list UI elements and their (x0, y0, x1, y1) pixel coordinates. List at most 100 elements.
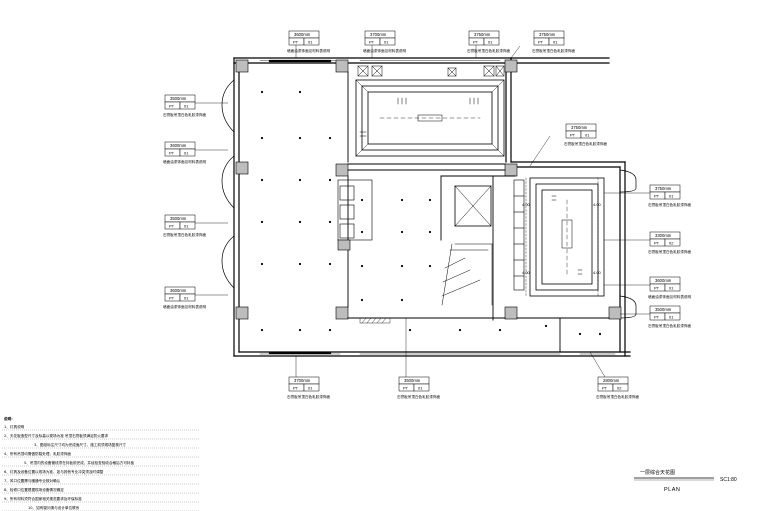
tag-note: 墙面油漆饰面见材料表说明 (287, 48, 331, 53)
notes-heading: 说明： (4, 416, 15, 421)
tag-leader-line (510, 45, 521, 59)
tag-material-code: PT (293, 39, 299, 44)
elevator-shaft (454, 185, 492, 227)
tag-material-number: 01 (553, 39, 558, 44)
tag-material-number: 01 (669, 193, 674, 198)
tag-leader-line (589, 351, 606, 378)
tag-height: 3600mm (170, 143, 187, 148)
tag-material-number: 01 (308, 385, 313, 390)
tag-material-number: 01 (184, 103, 189, 108)
tag-note: 墙面油漆饰面见材料表说明 (648, 294, 692, 299)
tag-box (303, 37, 320, 46)
drawing-subtitle: PLAN (664, 487, 680, 493)
tag-material-number: 01 (418, 385, 423, 390)
tag-note: 石膏板吊顶白色乳胶漆饰面 (648, 202, 692, 207)
hatched-threshold (359, 317, 391, 324)
note-line: 7、风口位置需与暖通专业核对确认 (4, 478, 61, 483)
drawing-title: 一层综合天花图 (640, 469, 675, 476)
tag-material-code: PT (654, 193, 660, 198)
tag-height: 3500mm (655, 307, 672, 312)
service-rooms (337, 179, 525, 291)
tag-material-number: 01 (669, 314, 674, 319)
tag-height: 2800mm (603, 378, 620, 383)
tag-material-number: 02 (617, 385, 622, 390)
tag-material-number: 01 (184, 295, 189, 300)
tag-material-code: PT (403, 385, 409, 390)
tag-height: 3700mm (294, 378, 311, 383)
drawing-scale: SC1:80 (720, 477, 737, 483)
note-line: 5、吊顶内的设备管线须在封板前完成，并经检查验收合格后方可封板 (24, 460, 135, 465)
tag-height: 3750mm (571, 125, 588, 130)
level-markers: 4.00 4.00 4.00 4.00 (522, 202, 602, 275)
tag-material-number: 01 (488, 39, 493, 44)
tag-box (580, 130, 597, 139)
tag-box (303, 383, 320, 392)
level-label: 4.00 (593, 270, 602, 275)
level-label: 4.00 (593, 202, 602, 207)
thick-glazing (268, 59, 332, 355)
tag-note: 石膏板吊顶白色乳胶漆饰面 (564, 141, 608, 146)
tag-material-code: PT (169, 295, 175, 300)
tag-material-code: PT (369, 39, 375, 44)
tag-box (413, 383, 430, 392)
tag-box (483, 37, 500, 46)
tag-height: 3500mm (404, 378, 421, 383)
tag-material-number: 01 (669, 285, 674, 290)
tag-height: 3750mm (655, 186, 672, 191)
tag-material-number: 01 (308, 39, 313, 44)
tag-height: 3300mm (655, 233, 672, 238)
tag-material-code: PT (602, 385, 608, 390)
tag-height: 3700mm (370, 32, 387, 37)
title-block: 一层综合天花图 PLAN SC1:80 (634, 469, 737, 493)
tag-height: 3600mm (655, 278, 672, 283)
tag-box (179, 221, 196, 230)
window-lines (259, 60, 616, 355)
tag-material-code: PT (654, 314, 660, 319)
tag-note: 石膏板吊顶白色乳胶漆饰面 (163, 232, 207, 237)
tag-material-code: PT (654, 240, 660, 245)
note-line: 9、所有材料须符合国家相关规范要求及环保标准 (4, 496, 82, 501)
tag-note: 石膏板吊顶白色乳胶漆饰面 (163, 112, 207, 117)
tag-box (179, 293, 196, 302)
tag-material-code: PT (538, 39, 544, 44)
tag-box (664, 283, 681, 292)
tag-note: 石膏板吊顶白色乳胶漆饰面 (287, 394, 331, 399)
tag-box (179, 101, 196, 110)
light-tracks (359, 97, 583, 275)
tag-material-number: 02 (669, 240, 674, 245)
right-bay (619, 169, 637, 319)
columns (235, 59, 622, 320)
tag-note: 墙面油漆饰面见材料表说明 (163, 159, 207, 164)
tag-material-number: 01 (384, 39, 389, 44)
bay-windows (221, 79, 235, 289)
curtain-valance (525, 177, 599, 297)
vent-boxes (357, 65, 505, 77)
level-label: 4.00 (522, 202, 531, 207)
tag-material-code: PT (169, 223, 175, 228)
tag-material-code: PT (570, 132, 576, 137)
level-label: 4.00 (522, 270, 531, 275)
tag-material-number: 01 (585, 132, 590, 137)
tag-material-code: PT (169, 103, 175, 108)
tag-box (612, 383, 629, 392)
tag-height: 3750mm (474, 32, 491, 37)
note-line: 8、检修口位置根据现场设备情况确定 (4, 487, 64, 492)
note-line: 1、灯具说明 (4, 424, 25, 429)
note-line: 3、图纸标注尺寸均为完成面尺寸，施工前须现场复核尺寸 (34, 442, 127, 447)
tag-material-number: 01 (184, 223, 189, 228)
tag-material-code: PT (473, 39, 479, 44)
tag-material-code: PT (293, 385, 299, 390)
tag-box (664, 191, 681, 200)
